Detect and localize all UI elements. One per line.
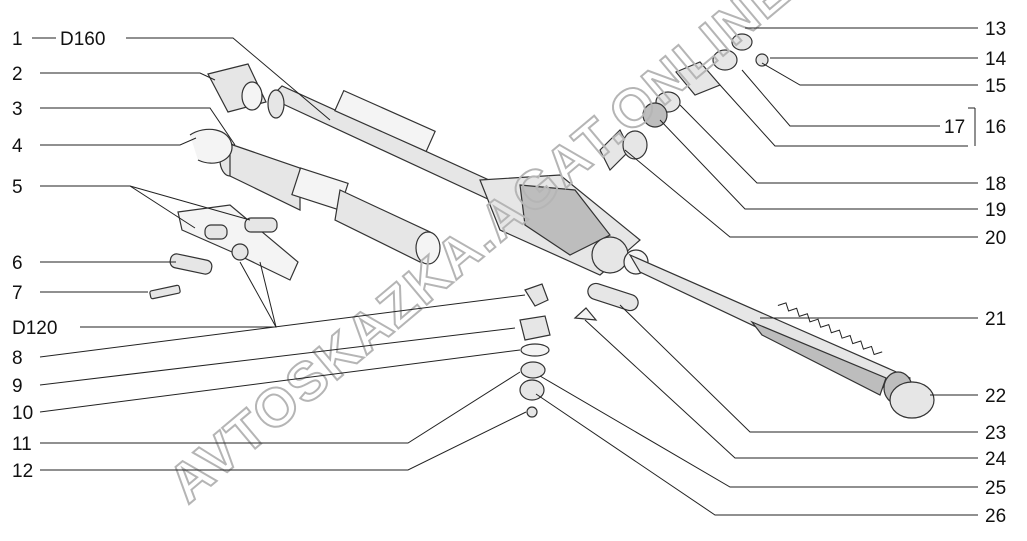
label-22: 22 [985, 386, 1006, 407]
label-d120: D120 [12, 318, 57, 339]
steering-rack-tube [268, 85, 649, 276]
label-18: 18 [985, 174, 1006, 195]
clamp-part-24 [573, 282, 639, 321]
label-2: 2 [12, 64, 23, 85]
label-12: 12 [12, 461, 33, 482]
label-10: 10 [12, 403, 33, 424]
label-23: 23 [985, 423, 1006, 444]
label-19: 19 [985, 200, 1006, 221]
label-1: 1 [12, 29, 23, 50]
label-13: 13 [985, 19, 1006, 40]
label-4: 4 [12, 136, 23, 157]
mounting-bracket-assembly [177, 204, 299, 281]
label-26: 26 [985, 506, 1006, 527]
label-25: 25 [985, 478, 1006, 499]
label-17: 17 [944, 117, 965, 138]
label-24: 24 [985, 449, 1007, 470]
label-16: 16 [985, 117, 1006, 138]
clamp-plate-part-6 [169, 253, 213, 275]
bolt-part-7 [149, 284, 181, 300]
callout-labels: 1 D160 2 3 4 5 6 7 D120 8 9 10 11 12 13 … [12, 19, 1007, 527]
label-21: 21 [985, 309, 1006, 330]
label-15: 15 [985, 76, 1006, 97]
yoke-parts-column [519, 283, 551, 418]
label-7: 7 [12, 283, 23, 304]
bellows-boot [219, 143, 441, 265]
label-d160: D160 [60, 29, 105, 50]
label-11: 11 [12, 434, 32, 455]
rack-shaft [628, 253, 911, 396]
label-9: 9 [12, 376, 23, 397]
rack-gear-teeth [777, 302, 883, 356]
leader-lines [32, 27, 978, 516]
label-14: 14 [985, 49, 1007, 70]
end-cap [883, 371, 935, 419]
boot-clamp [189, 128, 233, 164]
label-20: 20 [985, 228, 1006, 249]
label-6: 6 [12, 253, 23, 274]
label-3: 3 [12, 99, 23, 120]
label-8: 8 [12, 348, 23, 369]
label-5: 5 [12, 177, 23, 198]
pinion-bearing-parts [599, 33, 769, 172]
tube-sleeve [207, 63, 285, 119]
